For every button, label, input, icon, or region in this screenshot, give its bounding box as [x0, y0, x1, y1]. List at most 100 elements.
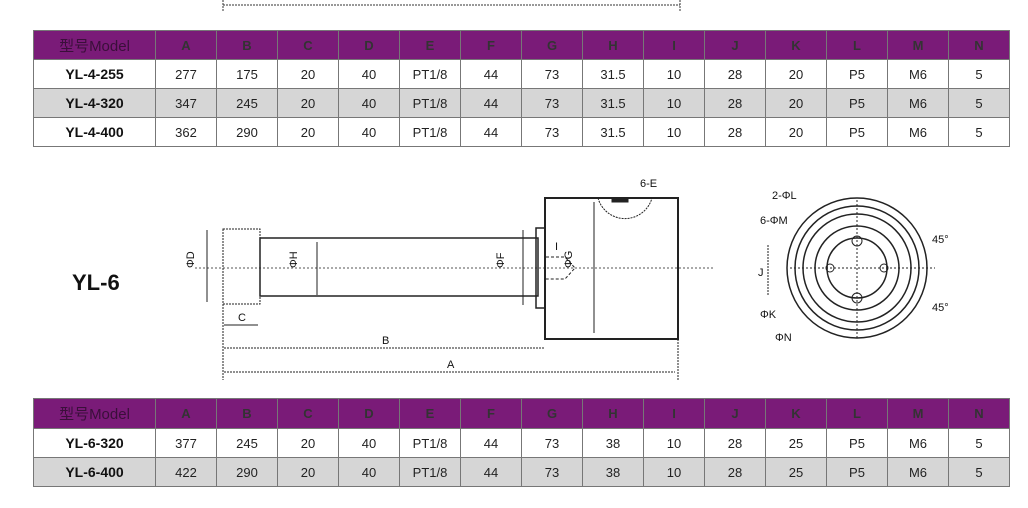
column-header: K [765, 30, 827, 60]
value-cell: 10 [643, 88, 705, 118]
value-cell: 73 [521, 88, 583, 118]
value-cell: M6 [887, 428, 949, 458]
value-cell: 28 [704, 59, 766, 89]
value-cell: 377 [155, 428, 217, 458]
column-header: I [643, 398, 705, 429]
column-header: L [826, 398, 888, 429]
value-cell: 40 [338, 117, 400, 147]
angle-bottom: 45° [932, 302, 949, 314]
value-cell: P5 [826, 428, 888, 458]
value-cell: 20 [277, 457, 339, 487]
column-header: J [704, 398, 766, 429]
column-header: N [948, 30, 1010, 60]
column-header: M [887, 398, 949, 429]
value-cell: 31.5 [582, 59, 644, 89]
value-cell: 20 [277, 117, 339, 147]
column-header: G [521, 30, 583, 60]
dim-n: ΦN [775, 332, 792, 344]
angle-top: 45° [932, 234, 949, 246]
value-cell: 44 [460, 88, 522, 118]
column-header: F [460, 30, 522, 60]
value-cell: 40 [338, 88, 400, 118]
value-cell: M6 [887, 457, 949, 487]
value-cell: 44 [460, 457, 522, 487]
value-cell: 25 [765, 428, 827, 458]
column-header: E [399, 30, 461, 60]
dim-e: 6-E [640, 178, 657, 190]
dim-l: 2-ΦL [772, 190, 797, 202]
value-cell: PT1/8 [399, 428, 461, 458]
value-cell: PT1/8 [399, 59, 461, 89]
dim-i: I [555, 241, 558, 253]
value-cell: M6 [887, 88, 949, 118]
value-cell: 5 [948, 117, 1010, 147]
value-cell: 245 [216, 88, 278, 118]
value-cell: 10 [643, 117, 705, 147]
value-cell: 5 [948, 428, 1010, 458]
value-cell: 277 [155, 59, 217, 89]
column-header: G [521, 398, 583, 429]
dim-m: 6-ΦM [760, 215, 788, 227]
column-header: F [460, 398, 522, 429]
value-cell: 28 [704, 117, 766, 147]
value-cell: 28 [704, 88, 766, 118]
value-cell: 10 [643, 457, 705, 487]
value-cell: 290 [216, 117, 278, 147]
dim-j: J [758, 267, 764, 279]
value-cell: 28 [704, 457, 766, 487]
value-cell: P5 [826, 457, 888, 487]
value-cell: 20 [277, 428, 339, 458]
section-label: YL-6 [72, 270, 120, 295]
model-cell: YL-4-400 [33, 117, 156, 147]
value-cell: 44 [460, 428, 522, 458]
value-cell: 5 [948, 59, 1010, 89]
value-cell: 422 [155, 457, 217, 487]
dim-g: ΦG [563, 251, 575, 268]
dim-h: ΦH [288, 251, 300, 268]
column-header: B [216, 398, 278, 429]
model-cell: YL-6-320 [33, 428, 156, 458]
column-header: M [887, 30, 949, 60]
column-header: D [338, 30, 400, 60]
value-cell: 10 [643, 59, 705, 89]
value-cell: P5 [826, 88, 888, 118]
value-cell: 73 [521, 457, 583, 487]
value-cell: 44 [460, 59, 522, 89]
model-cell: YL-6-400 [33, 457, 156, 487]
dim-k: ΦK [760, 309, 777, 321]
value-cell: 44 [460, 117, 522, 147]
dim-a: A [447, 359, 455, 371]
column-header: C [277, 398, 339, 429]
value-cell: 10 [643, 428, 705, 458]
column-header: K [765, 398, 827, 429]
column-header: 型号Model [33, 398, 156, 429]
value-cell: 40 [338, 457, 400, 487]
value-cell: 31.5 [582, 88, 644, 118]
value-cell: 245 [216, 428, 278, 458]
value-cell: 20 [765, 117, 827, 147]
value-cell: 40 [338, 428, 400, 458]
column-header: A [155, 30, 217, 60]
value-cell: M6 [887, 117, 949, 147]
value-cell: PT1/8 [399, 457, 461, 487]
value-cell: 362 [155, 117, 217, 147]
value-cell: 20 [277, 88, 339, 118]
value-cell: 31.5 [582, 117, 644, 147]
column-header: 型号Model [33, 30, 156, 60]
column-header: H [582, 398, 644, 429]
value-cell: 38 [582, 457, 644, 487]
value-cell: 5 [948, 457, 1010, 487]
value-cell: 38 [582, 428, 644, 458]
dim-b: B [382, 335, 389, 347]
dim-c: C [238, 312, 246, 324]
